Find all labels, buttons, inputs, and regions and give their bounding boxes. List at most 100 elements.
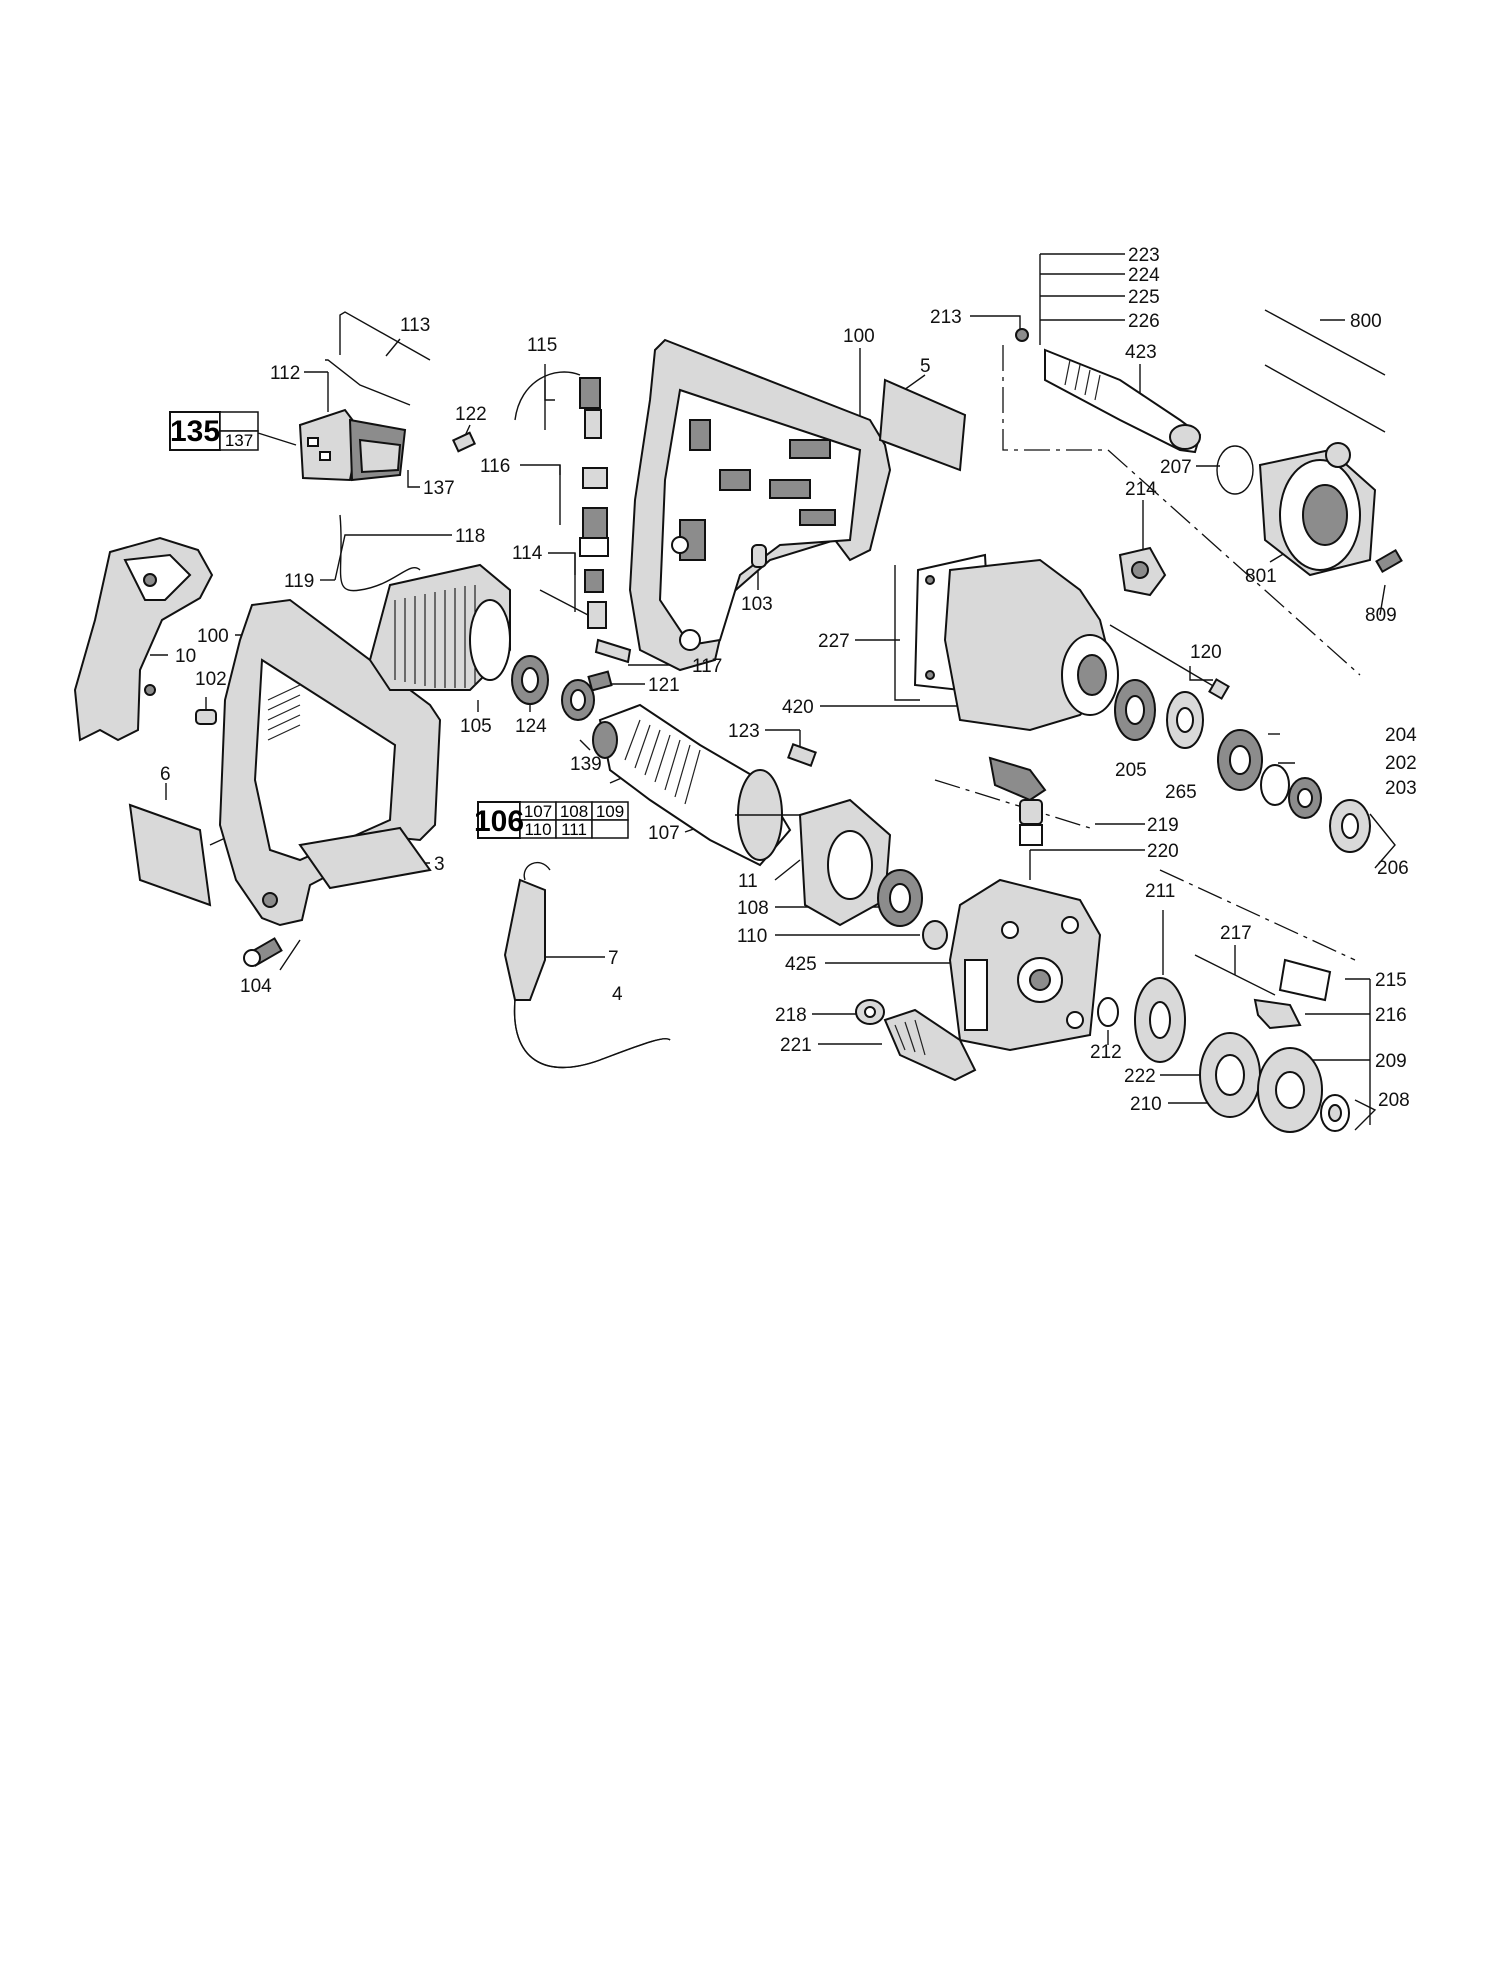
callout-100-front: 100 <box>197 626 229 647</box>
callout-labels: 113 112 122 137 115 116 118 119 114 117 … <box>160 245 1417 1115</box>
part-423-spindle <box>1015 328 1202 454</box>
callout-216: 216 <box>1375 1005 1407 1026</box>
callout-139: 139 <box>570 754 602 775</box>
part-206-ring <box>1329 799 1371 853</box>
part-221-shaft <box>883 1008 977 1082</box>
callout-800: 800 <box>1350 311 1382 332</box>
group-106-111: 111 <box>561 820 587 839</box>
callout-265: 265 <box>1165 782 1197 803</box>
group-135-sub: 137 <box>225 431 253 450</box>
group-106-main: 106 <box>474 805 524 838</box>
callout-119: 119 <box>284 571 314 592</box>
part-122-screw <box>451 431 477 453</box>
callout-220: 220 <box>1147 841 1179 862</box>
part-6-label <box>128 803 212 907</box>
part-425-gear-case <box>948 878 1102 1052</box>
part-218-washer <box>855 999 885 1025</box>
part-208-washer <box>1320 1094 1350 1132</box>
callout-122: 122 <box>455 404 487 425</box>
part-210-disc <box>1199 1032 1261 1118</box>
group-135-box: 135 137 <box>169 411 259 451</box>
part-216-fork <box>1253 998 1302 1030</box>
part-123-pin <box>787 743 817 767</box>
callout-124: 124 <box>515 716 547 737</box>
part-800-rod <box>1264 309 1386 433</box>
callout-809: 809 <box>1365 605 1397 626</box>
part-110-sleeve <box>922 920 948 950</box>
part-121-screw <box>587 670 613 692</box>
callout-101: 10 <box>175 646 196 667</box>
center-lines <box>934 345 1361 961</box>
group-106-107: 107 <box>524 802 552 821</box>
part-202-washer <box>1260 764 1290 806</box>
part-205-clutch <box>1114 679 1204 749</box>
callout-104: 104 <box>240 976 272 997</box>
part-207-ring <box>1216 445 1254 495</box>
part-215-plate <box>1278 958 1332 1002</box>
callout-105: 105 <box>460 716 492 737</box>
callout-102: 102 <box>195 669 227 690</box>
callout-211: 211 <box>1145 881 1175 902</box>
part-420-gear-housing <box>943 558 1119 732</box>
callout-203: 203 <box>1385 778 1417 799</box>
callout-137: 137 <box>423 478 455 499</box>
part-217-pin <box>1194 954 1276 996</box>
callout-107: 107 <box>648 823 680 844</box>
callout-215: 215 <box>1375 970 1407 991</box>
callout-120: 120 <box>1190 642 1222 663</box>
callout-108: 108 <box>737 898 769 919</box>
part-212-washer <box>1097 997 1119 1027</box>
part-204-bearing <box>1217 729 1263 791</box>
part-209-gear <box>1257 1047 1323 1133</box>
callout-218: 218 <box>775 1005 807 1026</box>
callout-225: 225 <box>1128 287 1160 308</box>
part-11-baffle <box>798 798 892 927</box>
callout-214: 214 <box>1125 479 1157 500</box>
callout-217: 217 <box>1220 923 1252 944</box>
group-106-108: 108 <box>560 802 588 821</box>
part-114-carbon-brush <box>539 569 607 629</box>
part-108-bearing <box>877 869 923 927</box>
part-104-screw <box>243 937 283 967</box>
part-116-brush-holder <box>579 467 609 557</box>
part-809-screw <box>1375 548 1403 574</box>
callout-3: 3 <box>434 854 445 875</box>
part-135-switch <box>298 408 407 482</box>
callout-113: 113 <box>400 315 430 336</box>
callout-123: 123 <box>728 721 760 742</box>
part-101-handle <box>73 536 214 742</box>
group-135-main: 135 <box>170 415 220 448</box>
part-100-rear-housing <box>628 338 892 672</box>
callout-116: 116 <box>480 456 510 477</box>
callout-100-top: 100 <box>843 326 875 347</box>
part-3-label <box>298 826 432 890</box>
callout-110: 110 <box>737 926 767 947</box>
callout-5: 5 <box>920 356 931 377</box>
callout-121: 121 <box>648 675 680 696</box>
part-7-cord-guard <box>503 861 671 1069</box>
callout-4: 4 <box>612 984 623 1005</box>
callout-115: 115 <box>527 335 557 356</box>
callout-209: 209 <box>1375 1051 1407 1072</box>
callout-425: 425 <box>785 954 817 975</box>
callout-206: 206 <box>1377 858 1409 879</box>
part-203-nut <box>1288 777 1322 819</box>
callout-103: 103 <box>741 594 773 615</box>
callout-7: 7 <box>608 948 619 969</box>
part-118-wire <box>339 514 421 592</box>
callout-420: 420 <box>782 697 814 718</box>
callout-213: 213 <box>930 307 962 328</box>
part-219-knob <box>988 756 1047 846</box>
callout-11: 11 <box>738 871 758 892</box>
part-211-gear <box>1134 977 1186 1063</box>
callout-801: 801 <box>1245 566 1277 587</box>
callout-6: 6 <box>160 764 171 785</box>
part-801-chuck <box>1258 442 1377 577</box>
callout-117: 117 <box>692 656 722 677</box>
callout-223: 223 <box>1128 245 1160 266</box>
part-107-armature <box>592 703 805 867</box>
callout-112: 112 <box>270 363 300 384</box>
callout-224: 224 <box>1128 265 1160 286</box>
group-106-box: 106 107 108 109 110 111 <box>474 801 629 839</box>
